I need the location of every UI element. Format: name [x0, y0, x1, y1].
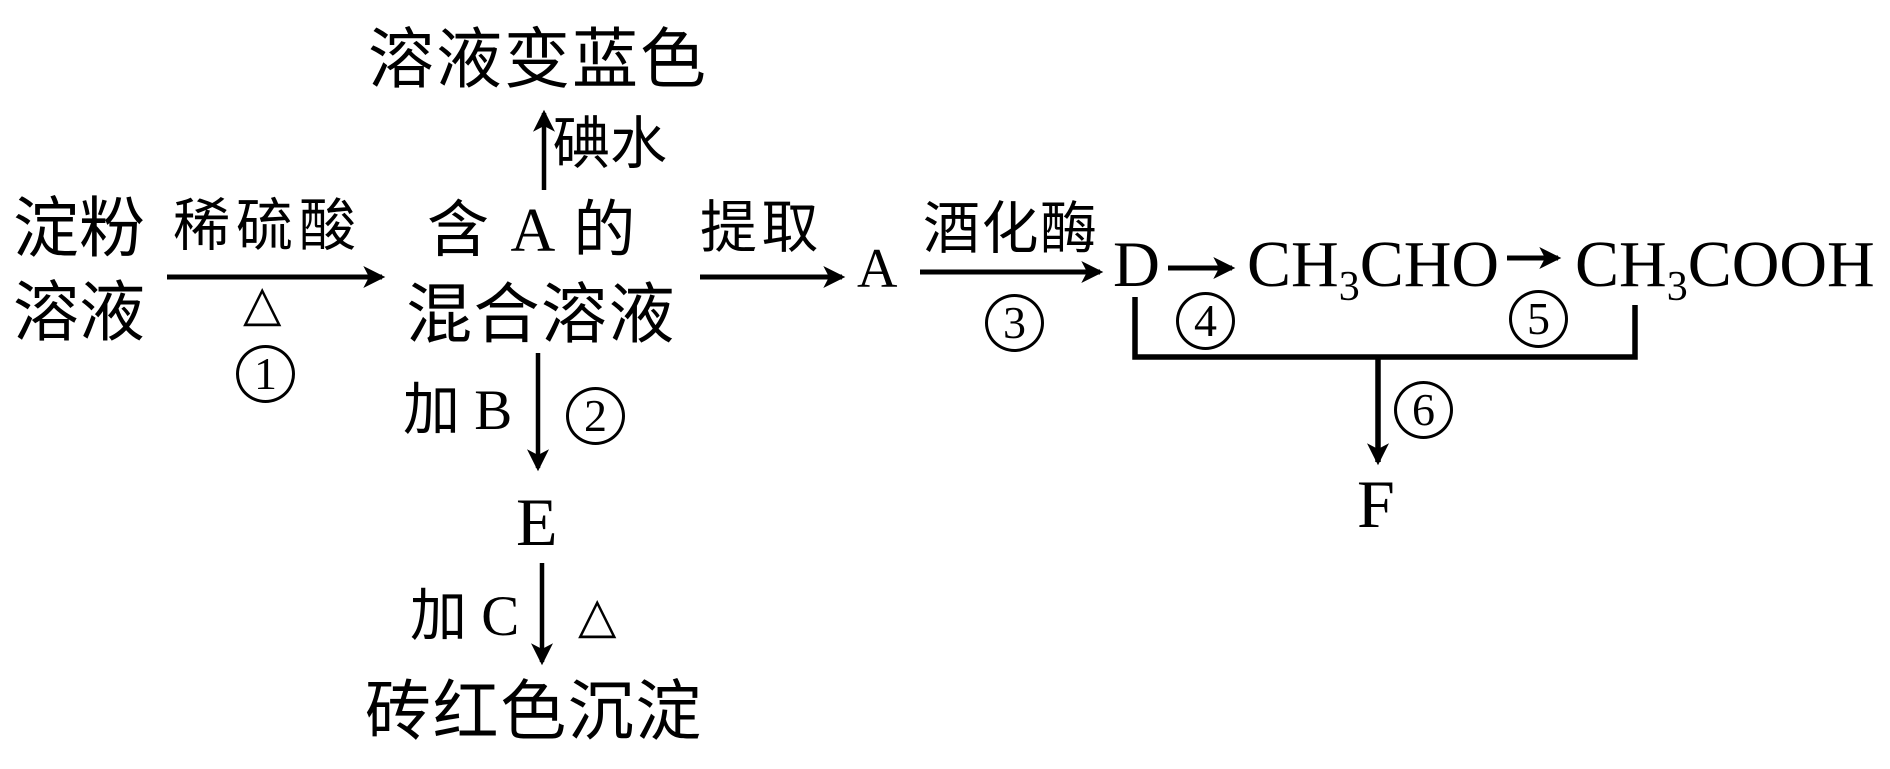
- node-e: E: [516, 484, 558, 560]
- step-6-circle: 6: [1394, 381, 1453, 439]
- step-2-circle: 2: [566, 387, 625, 445]
- step-1-circle: 1: [236, 345, 295, 403]
- brick-red-text: 砖红色沉淀: [365, 676, 703, 749]
- starch-node-line2: 溶液: [13, 277, 145, 350]
- heat-symbol-2: △: [578, 586, 617, 644]
- mixed-solution-line1: 含 A 的: [427, 197, 639, 265]
- dilute-acid-label: 稀硫酸: [173, 195, 362, 258]
- add-c-label: 加 C: [410, 585, 520, 648]
- mixed-solution-line2: 混合溶液: [406, 279, 676, 352]
- result-blue-text: 溶液变蓝色: [368, 24, 708, 97]
- step-5-circle: 5: [1509, 290, 1568, 348]
- starch-node-line1: 淀粉: [13, 193, 145, 266]
- bracket-d-and-ch3cooh: [1132, 297, 1638, 360]
- heat-symbol-1: △: [243, 274, 282, 332]
- node-d: D: [1113, 229, 1160, 301]
- node-f: F: [1357, 466, 1395, 542]
- formula-ch3cooh: CH3COOH: [1575, 228, 1875, 311]
- node-a: A: [857, 238, 898, 300]
- step-4-circle: 4: [1176, 292, 1235, 350]
- step-3-circle: 3: [985, 294, 1044, 352]
- zymase-label: 酒化酶: [923, 198, 1099, 261]
- iodine-water-label: 碘水: [553, 113, 667, 176]
- extract-label: 提取: [700, 197, 823, 260]
- formula-ch3cho: CH3CHO: [1247, 228, 1500, 311]
- add-b-label: 加 B: [403, 379, 513, 442]
